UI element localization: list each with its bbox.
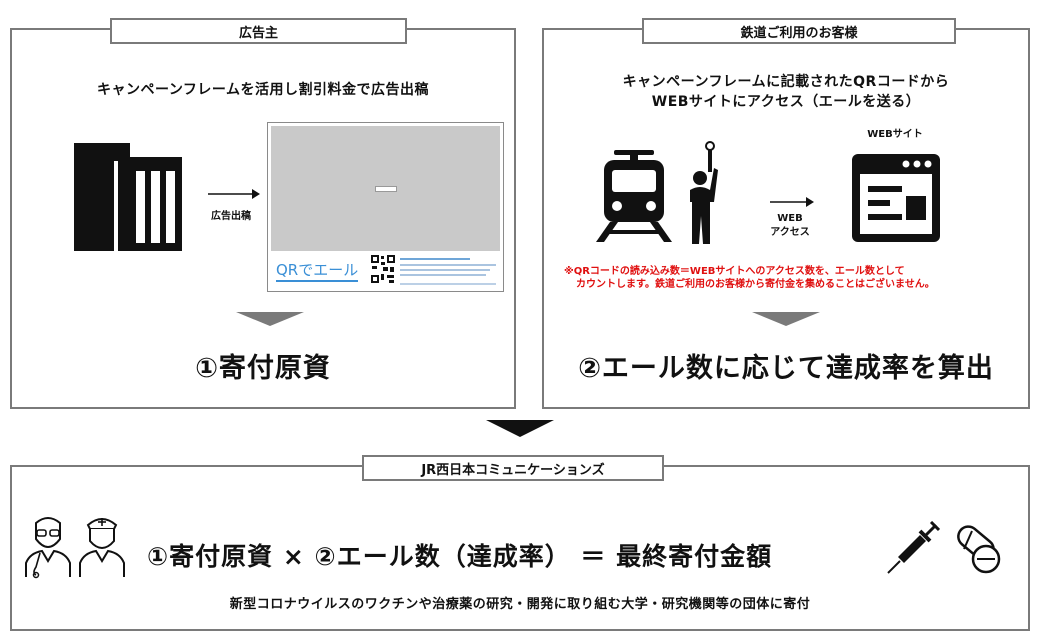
customer-tab: 鉄道ご利用のお客様 <box>642 18 956 44</box>
qr-de-yell-logo: QRでエール <box>276 259 359 282</box>
company-panel: JR西日本コミュニケーションズ ①寄付原資 × ②エール数（達成率） ＝ 最終寄… <box>10 455 1030 631</box>
note-line1: ※QRコードの読み込み数＝WEBサイトへのアクセス数を、エール数として <box>564 266 905 277</box>
advertiser-heading: キャンペーンフレームを活用し割引料金で広告出稿 <box>97 82 429 98</box>
down-arrow-icon <box>236 312 304 326</box>
ad-placement-label: 広告出稿 <box>211 211 251 222</box>
achievement-rate-label: ②エール数に応じて達成率を算出 <box>578 353 994 384</box>
ad-text-line <box>400 269 490 271</box>
passenger-icon <box>690 141 718 244</box>
website-icon <box>852 154 940 242</box>
ad-text-line <box>400 258 470 260</box>
right-arrow-icon <box>208 189 260 199</box>
customer-heading-line2: WEBサイトにアクセス（エールを送る） <box>651 94 921 110</box>
doctor-icon <box>25 517 71 579</box>
center-down-arrow-icon <box>486 420 554 437</box>
qr-code-icon <box>370 254 396 284</box>
ad-text-line <box>400 283 496 285</box>
note-line2: カウントします。鉄道ご利用のお客様から寄付金を集めることはございません。 <box>576 279 935 290</box>
train-icon <box>596 150 672 242</box>
customer-panel: 鉄道ご利用のお客様 キャンペーンフレームに記載されたQRコードから WEBサイト… <box>542 18 1030 409</box>
syringe-icon <box>887 521 940 574</box>
right-arrow-icon <box>770 197 814 207</box>
campaign-ad-frame: QRでエール <box>267 122 504 292</box>
advertiser-tab: 広告主 <box>110 18 407 44</box>
donation-source-label: ①寄付原資 <box>195 353 331 384</box>
ad-placeholder-tag <box>375 186 397 192</box>
final-donation-formula: ①寄付原資 × ②エール数（達成率） ＝ 最終寄付金額 <box>147 542 773 571</box>
donation-description: 新型コロナウイルスのワクチンや治療薬の研究・開発に取り組む大学・研究機関等の団体… <box>229 597 811 612</box>
ad-text-line <box>400 264 496 266</box>
website-label: WEBサイト <box>867 129 923 140</box>
down-arrow-icon <box>752 312 820 326</box>
nurse-icon <box>79 518 125 577</box>
advertiser-panel: 広告主 キャンペーンフレームを活用し割引料金で広告出稿 広告出稿 QRでエール <box>10 18 516 409</box>
pill-icon <box>957 525 1001 574</box>
company-tab: JR西日本コミュニケーションズ <box>362 455 664 481</box>
ad-text-line <box>400 274 486 276</box>
ad-image-area <box>271 126 500 251</box>
web-access-label-line1: WEB <box>777 213 803 224</box>
customer-heading-line1: キャンペーンフレームに記載されたQRコードから <box>622 74 950 90</box>
building-icon <box>74 143 182 251</box>
web-access-label-line2: アクセス <box>770 227 810 238</box>
